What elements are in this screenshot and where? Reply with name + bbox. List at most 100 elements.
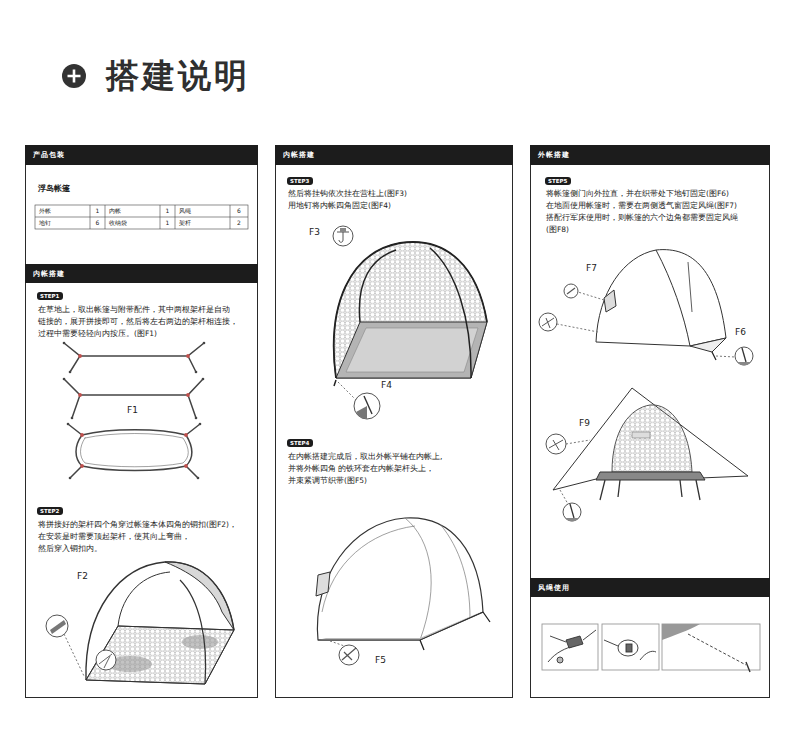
step-label: STEP2 — [40, 507, 59, 515]
section-title: 内帐搭建 — [33, 269, 65, 279]
section-title: 内帐搭建 — [283, 150, 315, 160]
tent-frame-figure — [118, 572, 170, 626]
table-cell: 1 — [160, 205, 175, 217]
inner-tent-figure — [337, 232, 349, 242]
figure-number: F9 — [579, 418, 590, 429]
guyline-tent-figure — [557, 324, 598, 332]
pole-frame-figure — [78, 354, 82, 358]
instruction-panel: 浮岛帐篷在草地上，取出帐篷与附带配件，其中两根架杆是自动 链接的，展开拼接即可，… — [25, 145, 258, 698]
pole-frame-figure — [76, 430, 192, 471]
cot-tent-figure — [600, 480, 700, 500]
inner-tent-figure — [334, 242, 487, 378]
figure-number: F4 — [381, 380, 392, 391]
cot-tent-figure — [560, 490, 568, 504]
guyline-tent-figure — [656, 250, 690, 346]
figure-number: F3 — [309, 227, 320, 238]
step-text: 在内帐搭建完成后，取出外帐平铺在内帐上,并将外帐四角 的铁环套在内帐架杆头上，并… — [288, 451, 488, 487]
plus-circle-icon — [62, 64, 86, 88]
step-badge: STEP2 — [37, 507, 63, 515]
pole-frame-figure — [80, 433, 84, 437]
pole-frame-figure — [199, 423, 202, 426]
tent-frame-figure — [46, 615, 68, 637]
inner-tent-figure — [333, 226, 487, 419]
table-cell: 1 — [90, 205, 105, 217]
pole-frame-figure — [184, 433, 188, 437]
inner-tent-figure — [334, 242, 487, 378]
section-header-band: 内帐搭建 — [25, 264, 258, 283]
section-header-band: 风绳使用 — [530, 578, 770, 597]
parts-table-grid — [35, 205, 248, 229]
guyline-tent-figure — [578, 292, 604, 300]
pole-frame-figure — [63, 342, 66, 345]
guyline-tent-figure — [742, 348, 746, 362]
pole-frame-figure — [202, 378, 205, 381]
guyline-usage-figures — [746, 662, 750, 672]
step-text: 然后将挂钩依次挂在营柱上(图F3) 用地钉将内帐四角固定(图F4) — [288, 188, 438, 212]
table-cell: 1 — [160, 217, 175, 229]
step-label: STEP4 — [290, 439, 309, 447]
inner-tent-figure — [354, 393, 380, 419]
parts-table-grid — [35, 205, 248, 229]
cot-tent-figure — [553, 388, 748, 490]
inner-tent-figure — [336, 322, 487, 378]
page-title: 搭建说明 — [106, 56, 250, 96]
step-badge: STEP1 — [37, 292, 63, 300]
guyline-usage-figures — [542, 624, 598, 670]
section-title: 产品包装 — [33, 150, 65, 160]
outer-fly-figure — [318, 612, 481, 640]
step-label: STEP3 — [290, 177, 309, 185]
guyline-tent-figure — [596, 250, 726, 346]
inner-tent-figure — [338, 382, 356, 400]
table-cell: 架杆 — [179, 217, 191, 229]
guyline-usage-figures — [604, 640, 656, 660]
section-header-band: 外帐搭建 — [530, 145, 770, 165]
section-header-band: 产品包装 — [25, 145, 258, 165]
table-cell: 地钉 — [39, 217, 51, 229]
figure-number: F5 — [375, 655, 386, 666]
inner-tent-figure — [340, 228, 346, 232]
guyline-tent-figure — [539, 250, 753, 366]
guyline-usage-figures — [662, 624, 760, 670]
table-cell: 6 — [90, 217, 105, 229]
pole-frame-figure — [195, 371, 198, 374]
guyline-usage-figures — [618, 640, 638, 656]
tent-frame-figure — [99, 654, 112, 668]
cot-tent-figure — [596, 472, 705, 480]
inner-tent-figure — [430, 248, 471, 378]
cot-tent-figure — [632, 432, 650, 438]
figure-number: F1 — [127, 405, 138, 416]
guyline-tent-figure — [735, 347, 753, 365]
tent-frame-figure — [86, 626, 234, 684]
guyline-tent-figure — [688, 262, 692, 312]
outer-fly-figure — [405, 518, 431, 640]
cot-tent-figure — [546, 434, 566, 454]
parts-table-grid — [35, 205, 248, 229]
step-text: 将帐篷侧门向外拉直，并在织带处下地钉固定(图F6) 在地面使用帐篷时，需要在两侧… — [546, 188, 758, 236]
pole-frame-figure — [63, 378, 66, 381]
figure-number: F6 — [735, 327, 746, 338]
table-cell: 6 — [230, 205, 248, 217]
cot-tent-figure — [563, 503, 581, 521]
pole-frame-figure — [69, 371, 72, 374]
inner-tent-figure — [359, 250, 396, 322]
outer-fly-figure — [316, 572, 330, 596]
guyline-tent-figure — [539, 313, 557, 331]
inner-tent-figure — [334, 380, 336, 386]
pole-frame-figure — [78, 393, 82, 397]
outer-fly-figure — [339, 645, 359, 665]
table-cell: 外帐 — [39, 205, 51, 217]
outer-fly-figure — [317, 518, 483, 640]
outer-fly-figure — [420, 612, 490, 650]
tent-frame-figure — [86, 626, 234, 684]
step-label: STEP1 — [40, 292, 59, 300]
guyline-usage-figures — [550, 630, 596, 642]
table-cell: 2 — [230, 217, 248, 229]
step-text: 将拼接好的架杆四个角穿过帐篷本体四角的铜扣(图F2)， 在安装是时需要顶起架杆，… — [38, 519, 250, 555]
plus-circle-icon — [68, 70, 81, 83]
section-title: 外帐搭建 — [538, 150, 570, 160]
outer-fly-figure — [342, 648, 356, 660]
guyline-tent-figure — [604, 290, 616, 312]
pole-frame-figure — [80, 464, 84, 468]
